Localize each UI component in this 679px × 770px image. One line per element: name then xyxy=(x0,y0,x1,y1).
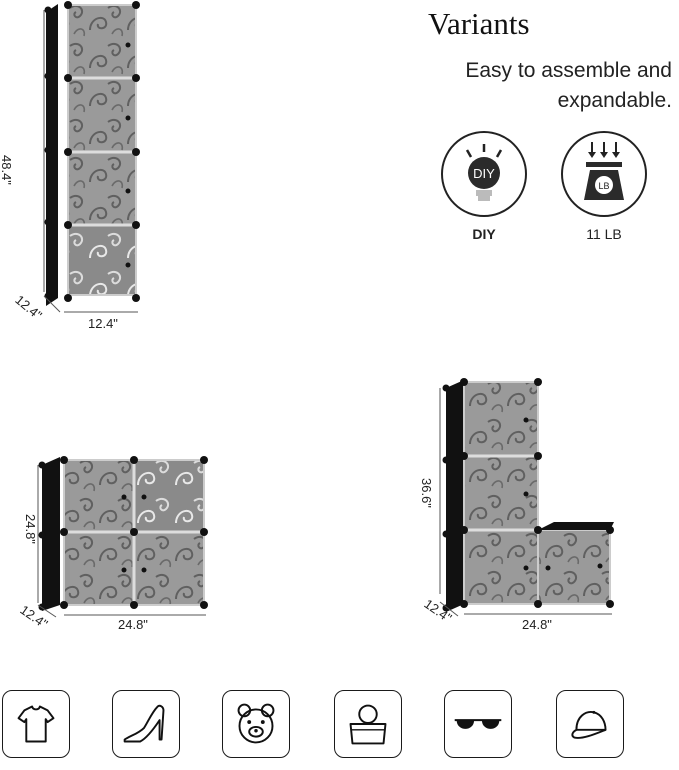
category-toys xyxy=(222,690,290,758)
feature-diy: DIY DIY xyxy=(440,130,528,242)
subtitle-line-1: Easy to assemble and xyxy=(465,59,672,82)
tower-width-label: 12.4" xyxy=(88,316,118,331)
category-bags xyxy=(334,690,402,758)
feature-label-diy: DIY xyxy=(472,226,496,242)
handbag-icon xyxy=(349,704,387,745)
lb-icon-text: LB xyxy=(598,181,609,191)
lshape-width-label: 24.8" xyxy=(522,617,552,632)
category-accessories xyxy=(444,690,512,758)
subtitle-line-2: expandable. xyxy=(557,89,672,112)
category-clothing xyxy=(2,690,70,758)
weight-scale-icon: LB xyxy=(561,131,647,217)
feature-label-weight: 11 LB xyxy=(586,226,622,242)
feature-weight: LB 11 LB xyxy=(560,130,648,242)
high-heel-icon xyxy=(123,704,165,743)
tower-height-label: 48.4" xyxy=(0,155,14,185)
tshirt-icon xyxy=(17,705,55,743)
variant-tower xyxy=(43,1,140,313)
category-shoes xyxy=(112,690,180,758)
page-title: Variants xyxy=(428,6,530,41)
square-height-label: 24.8" xyxy=(23,514,38,544)
diy-lightbulb-icon: DIY xyxy=(441,131,527,217)
square-width-label: 24.8" xyxy=(118,617,148,632)
variant-l-shape xyxy=(439,378,614,617)
variant-square xyxy=(37,456,208,618)
cap-icon xyxy=(571,710,607,739)
diy-icon-text: DIY xyxy=(473,166,495,181)
category-hats xyxy=(556,690,624,758)
teddy-bear-icon xyxy=(237,703,275,744)
page-subtitle: Easy to assemble and expandable. xyxy=(420,56,672,116)
sunglasses-icon xyxy=(454,719,502,729)
lshape-height-label: 36.6" xyxy=(419,478,434,508)
